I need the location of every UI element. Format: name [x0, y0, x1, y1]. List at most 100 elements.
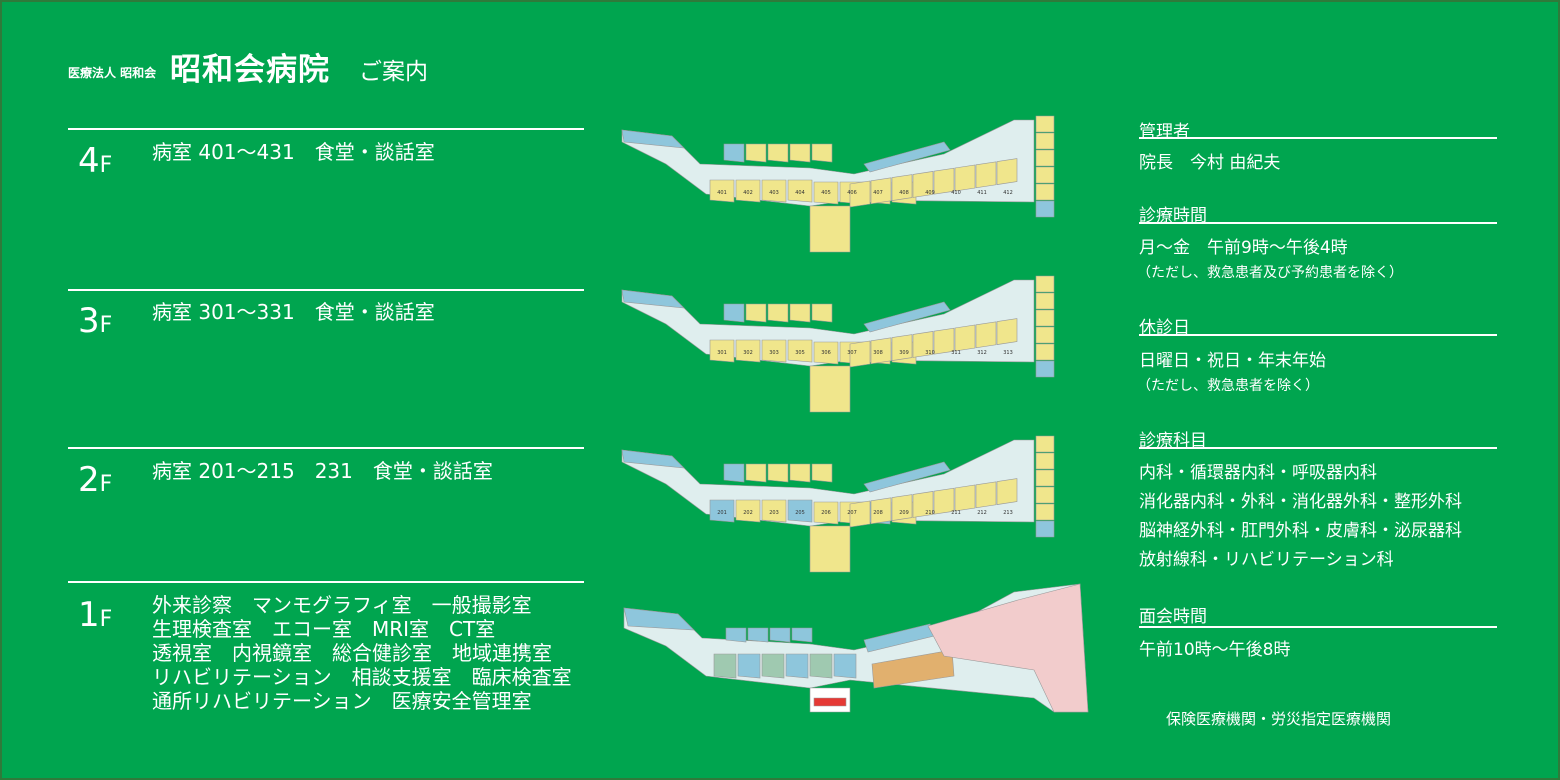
patient-room: [789, 463, 811, 483]
tower-room: [1035, 115, 1055, 133]
room-number: 410: [951, 190, 961, 196]
room-number: 411: [977, 190, 987, 196]
west-wing-room: [621, 289, 685, 309]
floor-line: 通所リハビリテーション 医療安全管理室: [152, 689, 532, 713]
room-number: 210: [925, 510, 935, 516]
outpatient-block: [623, 607, 695, 631]
room-number: 202: [743, 510, 753, 516]
patient-room: [745, 463, 767, 483]
manager-name: 院長 今村 由紀夫: [1139, 153, 1281, 173]
exam-room: [833, 653, 857, 679]
room-number: 307: [847, 350, 857, 356]
patient-room: [870, 177, 892, 205]
patient-room: [767, 303, 789, 323]
patient-room: [811, 463, 833, 483]
floor-description-3f: 病室 301～331 食堂・談話室: [152, 300, 435, 324]
patient-room: [954, 164, 976, 192]
tower-room: [1035, 520, 1055, 538]
patient-room: [813, 341, 839, 365]
tower-room: [1035, 275, 1055, 293]
health-check-area: [871, 649, 955, 689]
tower-room: [1035, 452, 1055, 470]
institution-designation: 保険医療機関・労災指定医療機関: [1166, 710, 1392, 728]
patient-room: [912, 171, 934, 198]
hours-note: （ただし、救急患者及び予約患者を除く）: [1137, 265, 1403, 281]
patient-room: [954, 484, 976, 512]
patient-room: [735, 499, 761, 523]
room-number: 306: [821, 350, 831, 356]
tower-room: [1035, 343, 1055, 361]
patient-room: [787, 499, 813, 523]
hours-value: 月～金 午前9時～午後4時: [1139, 238, 1348, 258]
patient-room: [912, 331, 934, 358]
room-number: 309: [899, 350, 909, 356]
room-number: 301: [717, 350, 727, 356]
patient-room: [891, 494, 913, 521]
patient-room: [933, 487, 955, 515]
patient-room: [933, 327, 955, 355]
floor-number-1f: 1F: [78, 595, 113, 635]
room-number: 407: [873, 190, 883, 196]
room-number: 406: [847, 190, 857, 196]
room-number: 208: [873, 510, 883, 516]
patient-room: [811, 303, 833, 323]
exam-room: [737, 653, 761, 679]
room-number: 206: [821, 510, 831, 516]
room-number: 203: [769, 510, 779, 516]
info-divider: [1139, 334, 1497, 336]
floor-line: 病室 301～331 食堂・談話室: [152, 300, 435, 324]
exam-room: [785, 653, 809, 679]
floor-number-4f: 4F: [78, 141, 113, 181]
floor-divider: [68, 128, 584, 130]
tower-room: [1035, 469, 1055, 487]
room-number: 211: [951, 510, 961, 516]
patient-room: [761, 179, 787, 203]
exam-room: [713, 653, 737, 679]
room-number: 302: [743, 350, 753, 356]
department-line: 放射線科・リハビリテーション科: [1139, 550, 1394, 570]
patient-room: [761, 339, 787, 363]
hospital-name: 昭和会病院: [170, 52, 330, 88]
patient-room: [767, 143, 789, 163]
room-number: 201: [717, 510, 727, 516]
tower-room: [1035, 200, 1055, 218]
patient-room: [975, 161, 997, 189]
patient-room: [767, 463, 789, 483]
patient-room: [996, 318, 1018, 345]
west-wing-room: [621, 129, 685, 149]
patient-room: [787, 339, 813, 363]
tower-room: [1035, 326, 1055, 344]
patient-room: [709, 179, 735, 203]
room-number: 212: [977, 510, 987, 516]
hours-heading: 診療時間: [1139, 206, 1207, 226]
room-number: 310: [925, 350, 935, 356]
patient-room: [811, 143, 833, 163]
dining-room: [809, 365, 851, 413]
east-wing-facility: [863, 301, 951, 333]
floor-description-2f: 病室 201～215 231 食堂・談話室: [152, 459, 493, 483]
room-number: 213: [1003, 510, 1013, 516]
patient-room: [723, 303, 745, 323]
floor-number-3f: 3F: [78, 301, 113, 341]
exam-room: [761, 653, 785, 679]
info-divider: [1139, 626, 1497, 628]
tower-room: [1035, 292, 1055, 310]
patient-room: [723, 463, 745, 483]
patient-room: [745, 303, 767, 323]
floor-divider: [68, 447, 584, 449]
room-number: 308: [873, 350, 883, 356]
patient-room: [891, 334, 913, 361]
patient-room: [813, 501, 839, 525]
room-number: 313: [1003, 350, 1013, 356]
room-number: 305: [795, 350, 805, 356]
patient-room: [849, 180, 871, 208]
room-number: 207: [847, 510, 857, 516]
patient-room: [996, 478, 1018, 505]
closed-note: （ただし、救急患者を除く）: [1137, 378, 1319, 394]
tower-room: [1035, 149, 1055, 167]
tower-room: [1035, 166, 1055, 184]
